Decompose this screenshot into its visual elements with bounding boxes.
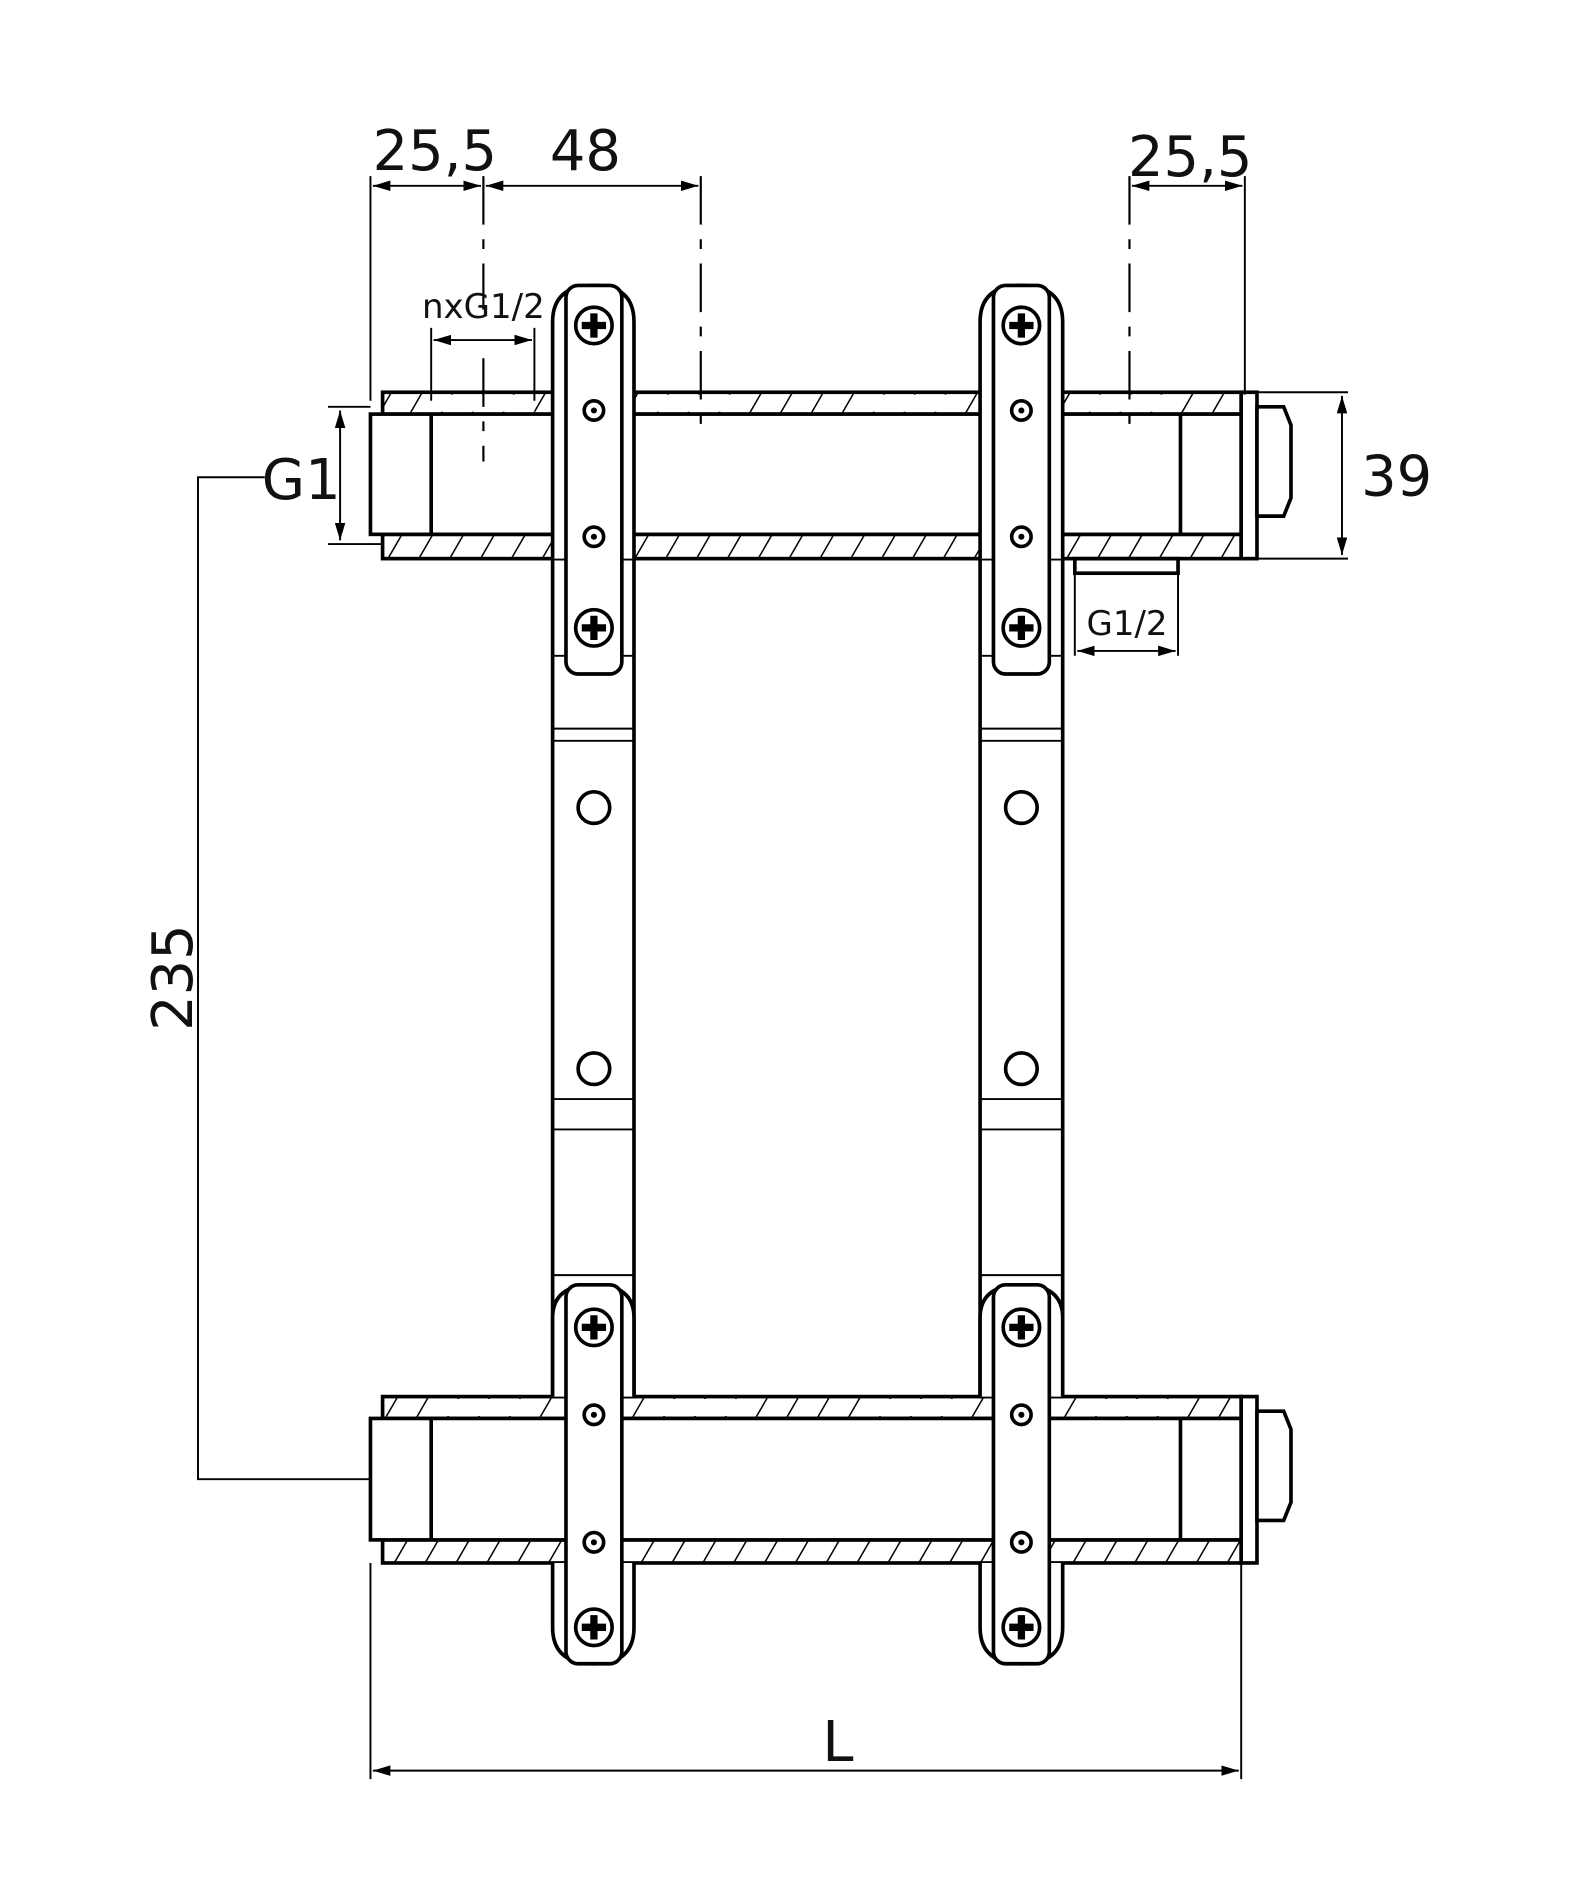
mount-hole-icon	[1003, 1051, 1039, 1087]
dim-pipe-height: 39	[1361, 444, 1432, 509]
right-support-bar	[978, 556, 1065, 1399]
end-nut	[1255, 1409, 1293, 1523]
top-pipe	[368, 390, 1293, 576]
left-support-bar	[550, 556, 636, 1399]
dim-side-thread: G1/2	[1086, 604, 1167, 644]
mount-hole-icon	[576, 789, 612, 826]
dim-inlet-thread: G1	[262, 448, 341, 513]
mount-hole-icon	[576, 1051, 612, 1087]
dim-outlet-spacing: 48	[550, 119, 621, 184]
dim-overall-length: L	[822, 1710, 853, 1775]
bracket-straps	[550, 283, 1065, 1666]
dim-right-offset: 25,5	[1128, 125, 1252, 190]
bottom-pipe	[368, 1394, 1293, 1565]
side-port	[1072, 556, 1180, 576]
dimension-lines	[197, 176, 1349, 1780]
dim-center-distance: 235	[141, 924, 206, 1031]
end-cap	[1239, 1394, 1259, 1565]
dim-outlet-thread: nxG1/2	[422, 287, 545, 327]
dim-left-offset: 25,5	[373, 119, 497, 184]
end-cap	[1239, 390, 1259, 561]
mount-hole-icon	[1003, 789, 1039, 826]
end-nut	[1255, 405, 1293, 518]
